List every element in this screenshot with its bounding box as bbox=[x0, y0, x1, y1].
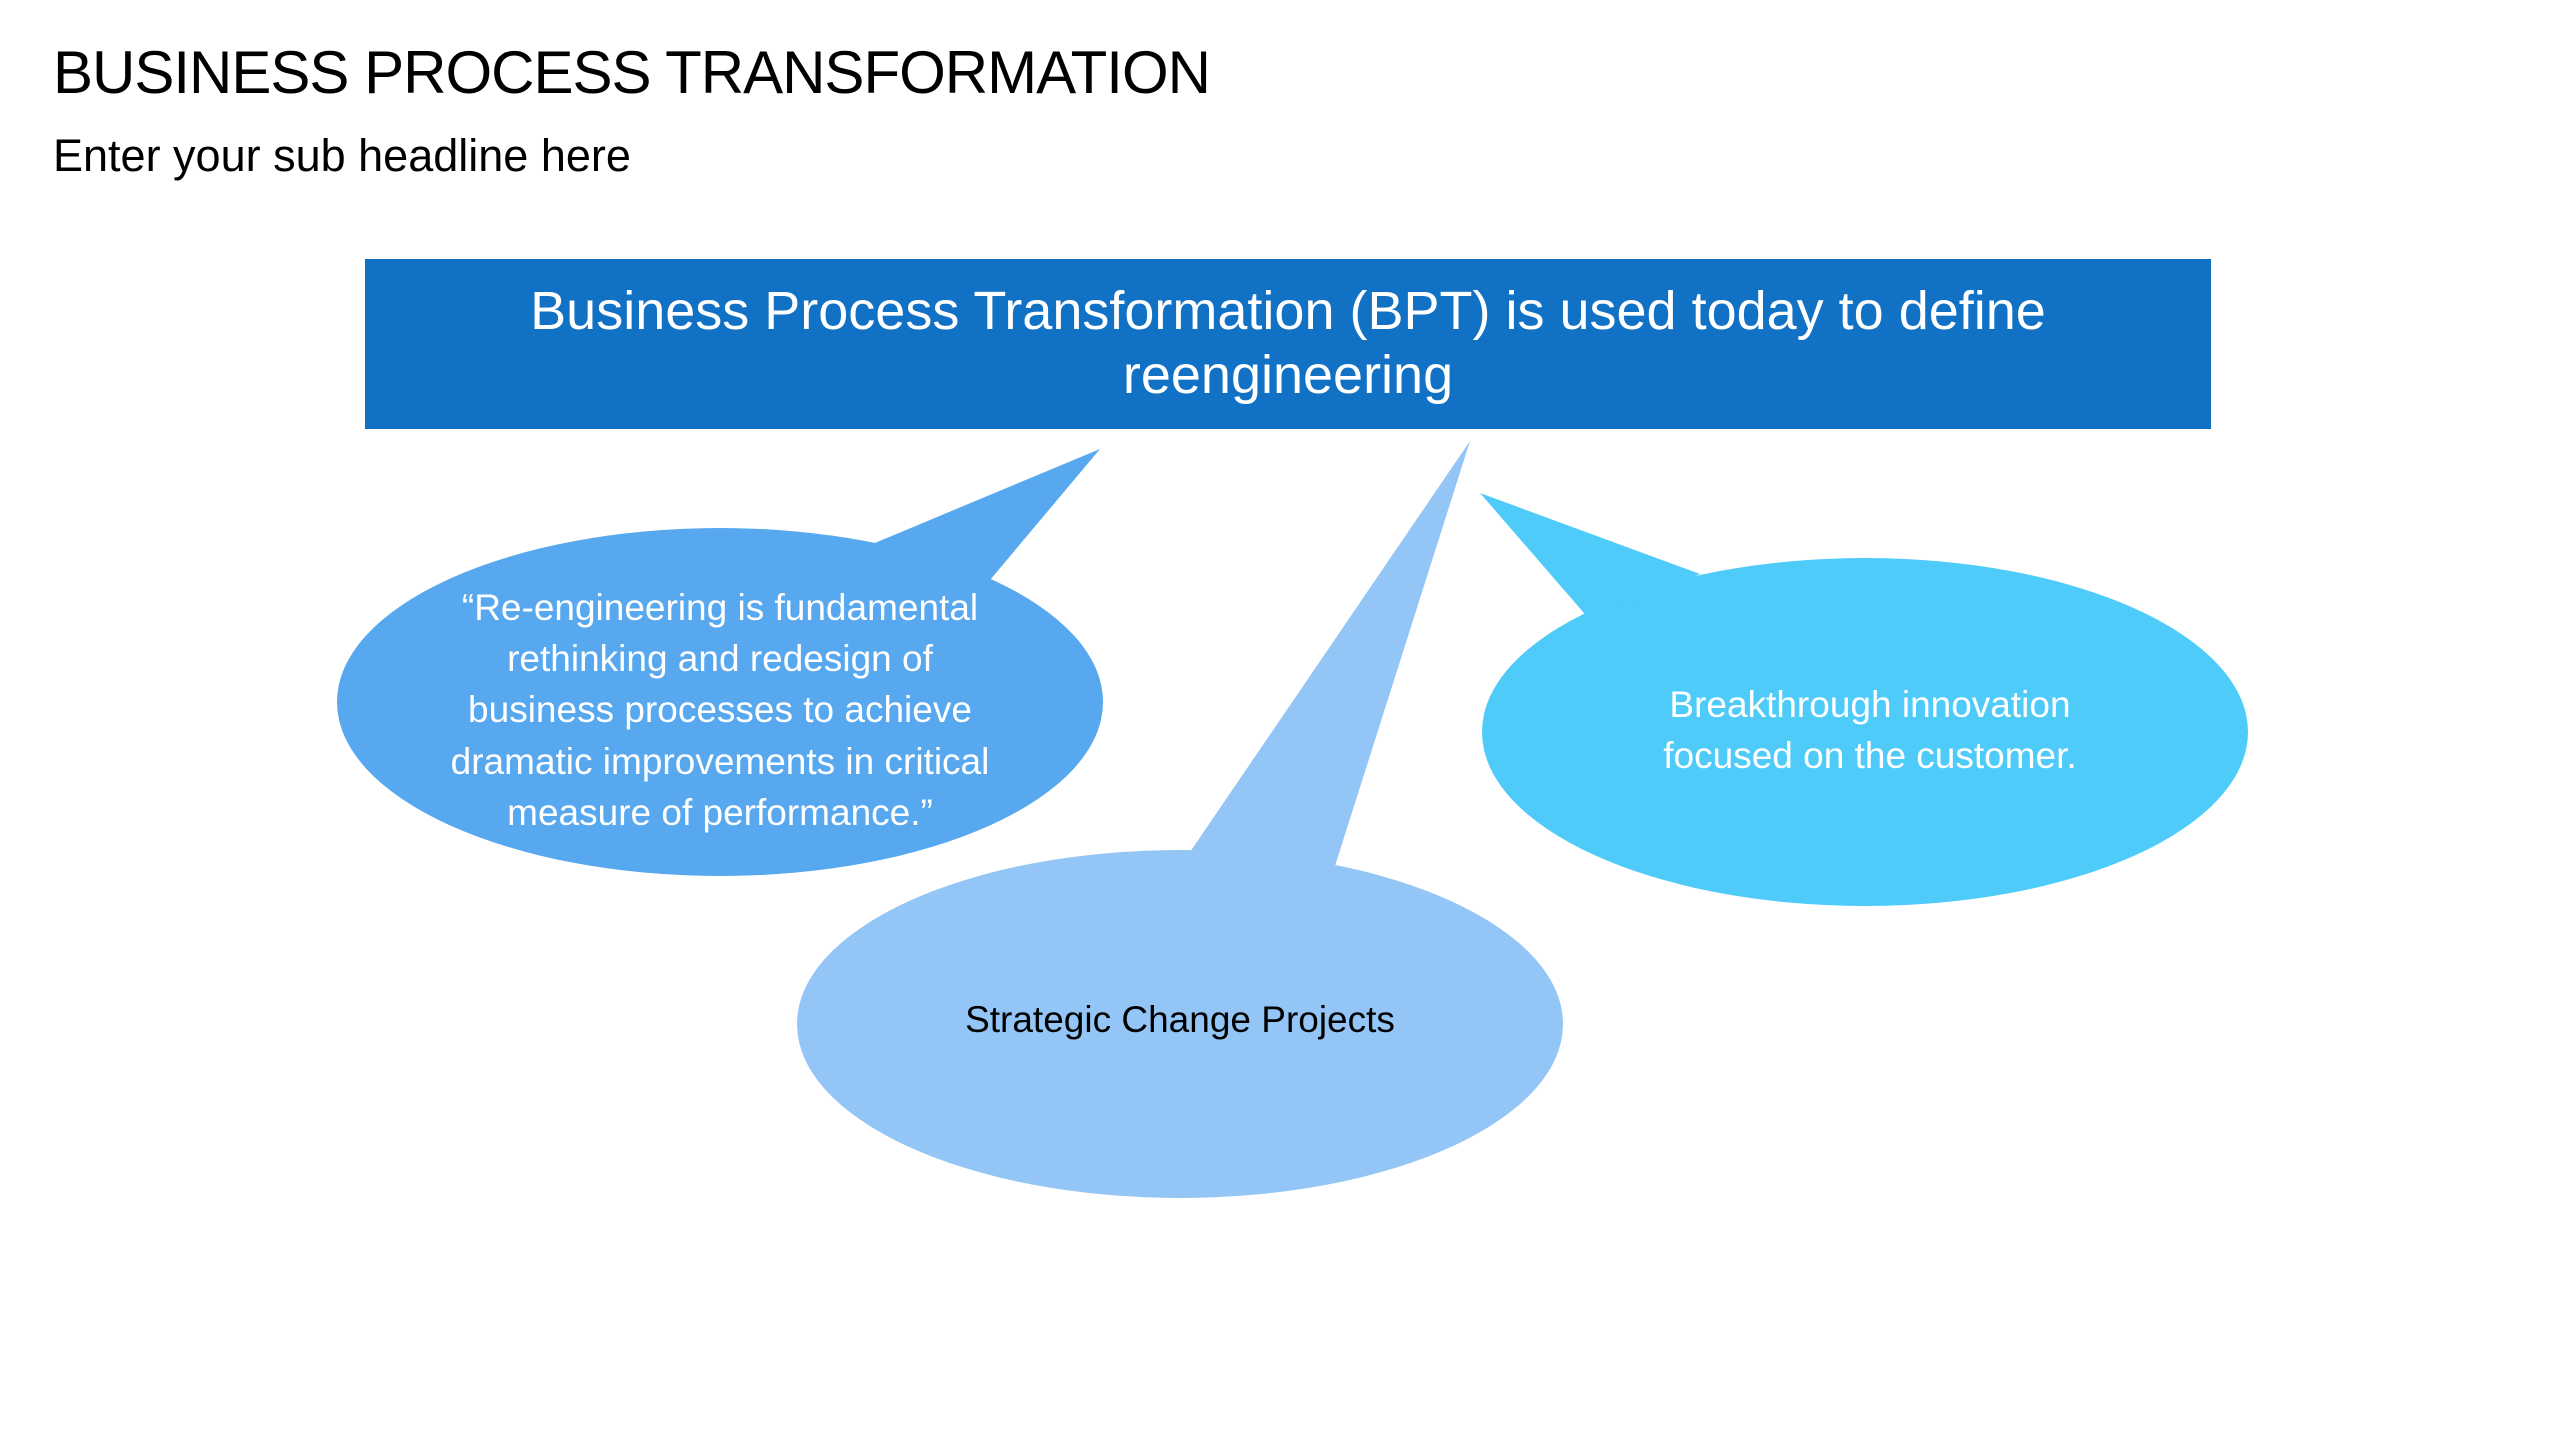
callout-line: business processes to achieve bbox=[468, 689, 972, 731]
change-callout-text: Strategic Change Projects bbox=[830, 960, 1530, 1080]
callout-line: dramatic improvements in critical bbox=[450, 740, 990, 782]
innovation-callout bbox=[1480, 493, 2248, 906]
callout-line: measure of performance.” bbox=[507, 791, 933, 833]
quote-callout bbox=[337, 449, 1103, 876]
callout-line: Strategic Change Projects bbox=[965, 999, 1395, 1040]
innovation-bubble-tail bbox=[1480, 493, 1700, 620]
quote-callout-text: “Re-engineering is fundamental rethinkin… bbox=[400, 560, 1040, 860]
change-bubble bbox=[797, 850, 1563, 1198]
innovation-callout-text: Breakthrough innovation focused on the c… bbox=[1590, 660, 2150, 800]
quote-bubble bbox=[337, 528, 1103, 876]
quote-bubble-tail bbox=[870, 449, 1100, 580]
change-bubble-tail bbox=[1190, 441, 1470, 866]
change-callout bbox=[797, 441, 1563, 1198]
banner-text: Business Process Transformation (BPT) is… bbox=[530, 280, 2046, 407]
definition-banner: Business Process Transformation (BPT) is… bbox=[365, 259, 2211, 429]
callout-line: Breakthrough innovation bbox=[1669, 683, 2071, 725]
callout-line: focused on the customer. bbox=[1663, 735, 2077, 776]
banner-line: Business Process Transformation (BPT) is… bbox=[530, 281, 2046, 342]
banner-line: reengineering bbox=[1122, 345, 1454, 405]
callout-line: “Re-engineering is fundamental bbox=[461, 587, 979, 629]
innovation-bubble bbox=[1482, 558, 2248, 906]
slide-subtitle: Enter your sub headline here bbox=[53, 130, 631, 181]
slide-title: BUSINESS PROCESS TRANSFORMATION bbox=[53, 39, 1211, 106]
callout-line: rethinking and redesign of bbox=[507, 638, 933, 680]
